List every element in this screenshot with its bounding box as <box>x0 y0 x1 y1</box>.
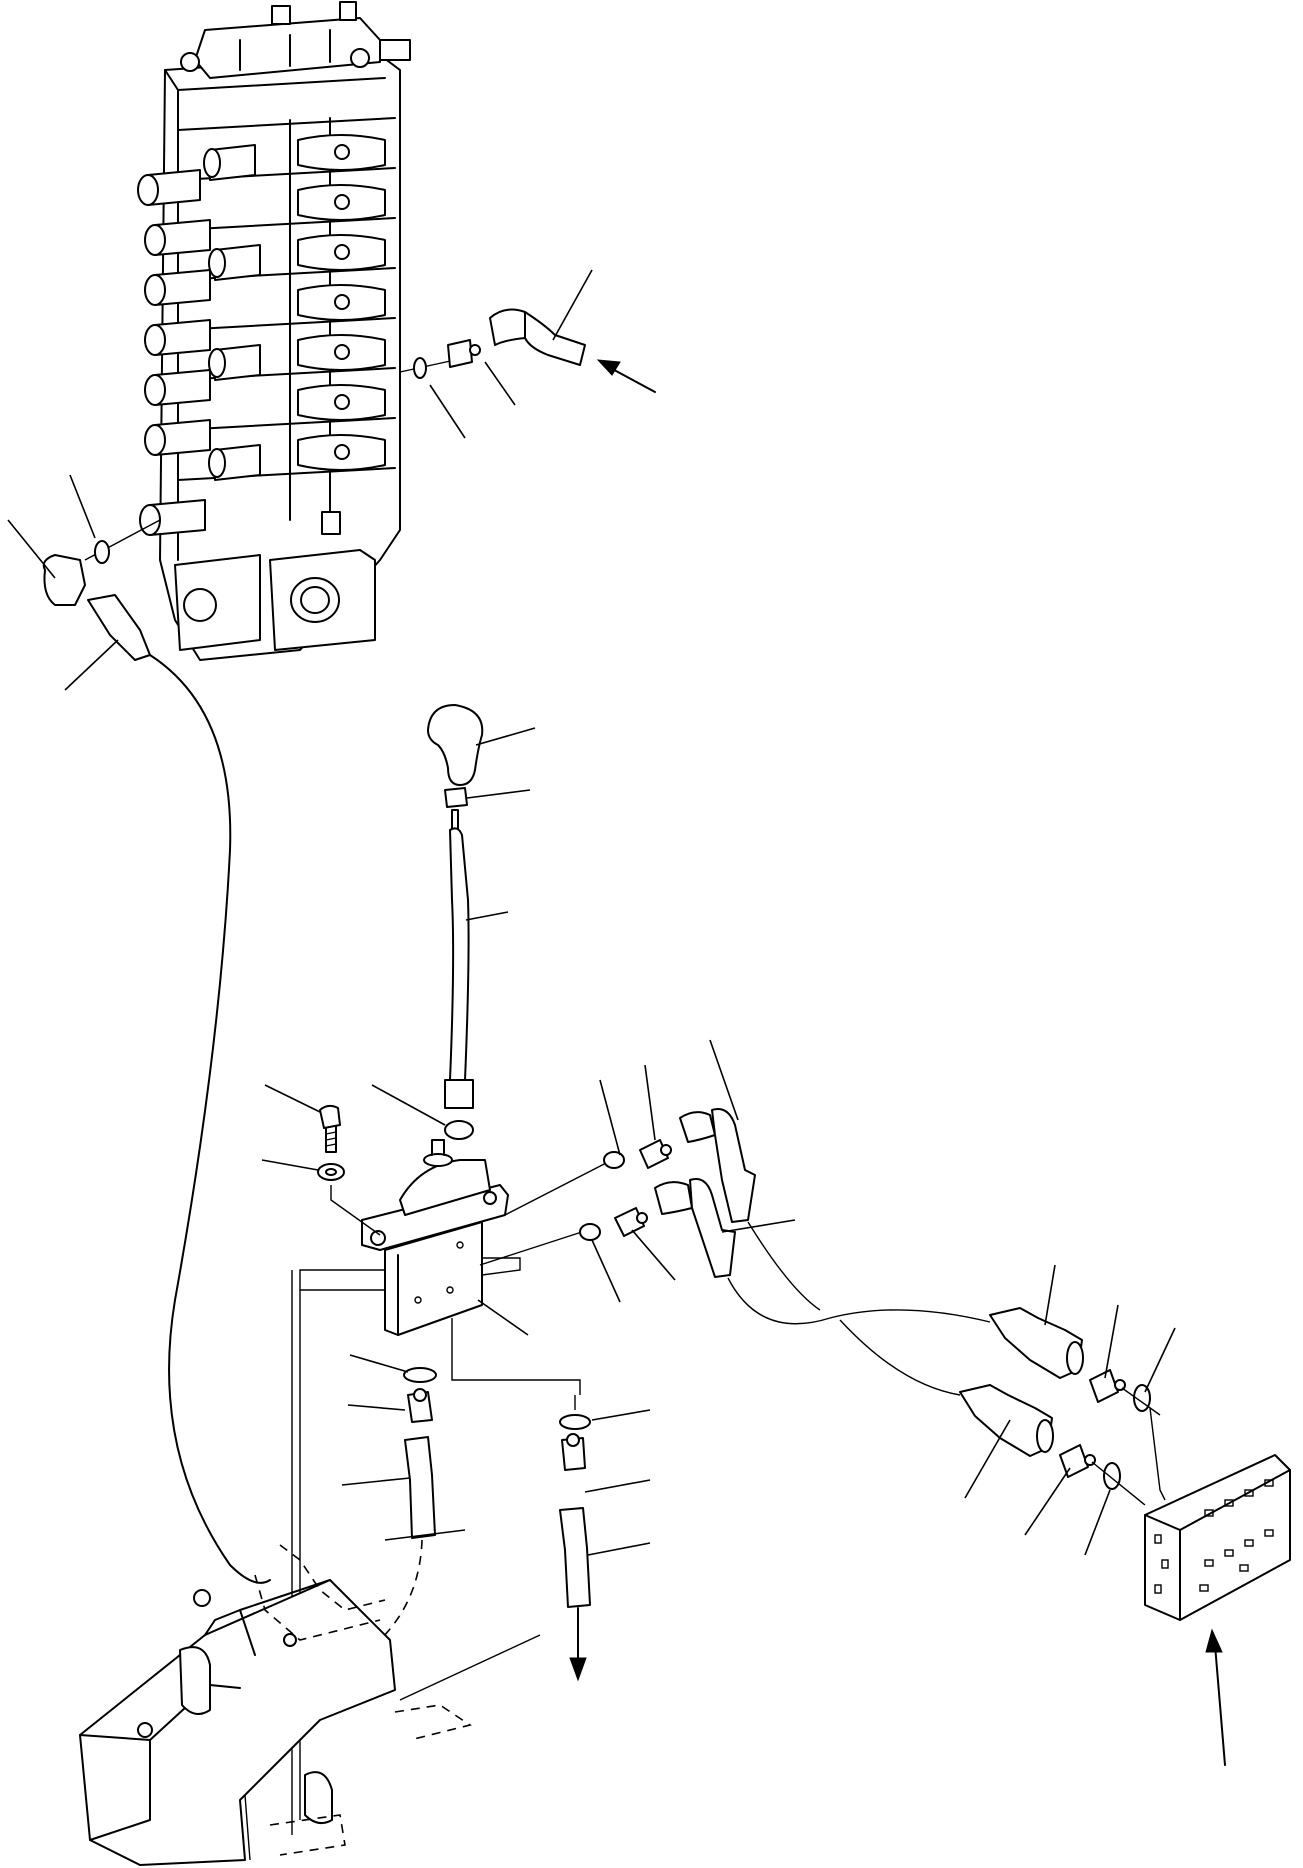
bottom-left-fittings <box>341 1354 437 1641</box>
adapter <box>447 339 473 368</box>
o-ring <box>1103 1462 1121 1490</box>
bracket-slot <box>304 1771 333 1825</box>
junction-arrow <box>1205 1628 1226 1766</box>
pilot-valve <box>361 1139 529 1336</box>
elbow-fitting <box>42 554 86 606</box>
hose-line <box>839 1319 961 1396</box>
adapter <box>1089 1369 1119 1403</box>
o-ring <box>603 1151 625 1169</box>
hose-line <box>727 1277 991 1325</box>
o-ring <box>579 1223 601 1241</box>
o-ring <box>559 1414 591 1430</box>
o-ring <box>94 540 110 564</box>
hose-end <box>689 1178 736 1278</box>
right-hose-connections <box>959 1264 1176 1556</box>
knob-nut <box>444 787 468 808</box>
outlet-arrow <box>569 1607 587 1682</box>
valve-spools <box>177 117 396 521</box>
elbow-fitting <box>679 1111 716 1143</box>
pilot-valve-right-fittings <box>479 1039 796 1303</box>
bottom-right-fittings <box>559 1395 651 1682</box>
control-lever <box>449 827 470 1081</box>
mounting-bolt <box>319 1104 341 1129</box>
mounting-bolt-set <box>261 1084 381 1236</box>
hose-end <box>87 594 151 661</box>
control-lever-knob <box>427 704 484 786</box>
o-ring <box>413 357 427 379</box>
lever-washer <box>444 1120 474 1140</box>
hose-end <box>524 311 586 366</box>
junction-block <box>1144 1454 1291 1766</box>
phantom-mounting-lines <box>291 1257 581 1835</box>
valve-ports <box>137 144 261 536</box>
lever-boot <box>444 1079 474 1109</box>
hose-end <box>559 1507 591 1608</box>
o-ring <box>403 1367 437 1383</box>
hose-end <box>404 1436 436 1539</box>
control-lever-assembly <box>371 704 536 1140</box>
elbow-fitting <box>654 1181 693 1215</box>
bracket-slot <box>179 1646 211 1715</box>
pilot-hose-line <box>149 654 271 1584</box>
valve-body <box>384 1221 483 1336</box>
hose-line <box>747 1221 821 1311</box>
adapter <box>1059 1444 1089 1478</box>
upper-left-fittings <box>7 474 161 691</box>
elbow-fitting <box>489 308 526 346</box>
floor-bracket <box>79 1529 541 1866</box>
hose-end <box>711 1108 756 1223</box>
inlet-arrow <box>596 359 656 393</box>
upper-right-fittings <box>399 269 656 439</box>
adapter <box>614 1207 645 1237</box>
control-valve-block <box>137 1 411 661</box>
